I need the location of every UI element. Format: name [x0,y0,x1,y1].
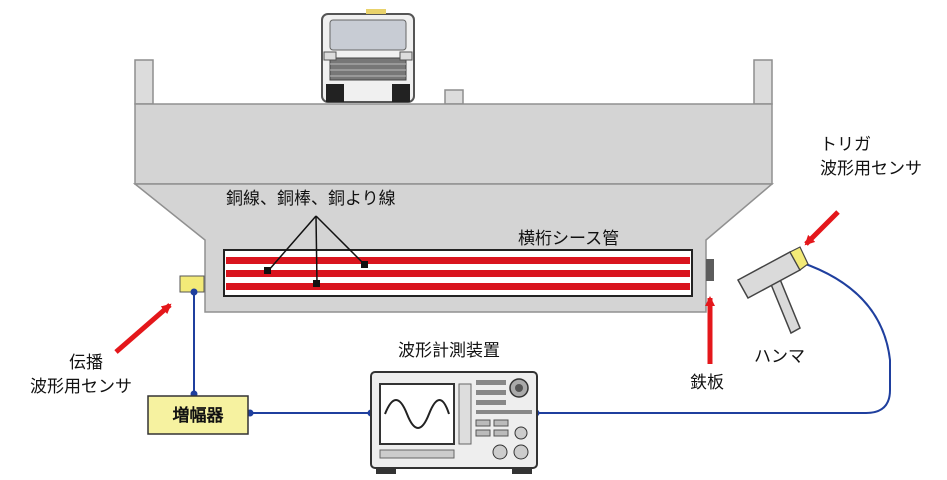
bridge-deck [134,59,773,185]
hammer-icon [736,246,809,335]
sheath-pipe [223,249,693,297]
amplifier-box [147,395,249,435]
arrow-propagation-sensor [114,303,172,354]
measuring-device-label: 波形計測装置 [398,341,500,361]
propagation-sensor-label-line1: 伝播 [69,353,103,373]
steel-plate [706,259,714,281]
signal-cables [193,261,891,414]
hammer-label: ハンマ [754,347,805,367]
indicator-arrows [114,210,840,364]
oscilloscope-icon [370,371,538,474]
trigger-sensor-label-line1: トリガ [820,135,871,155]
amplifier-label: 増幅器 [172,406,224,426]
arrow-trigger-sensor [804,210,840,246]
trigger-sensor-label-line2: 波形用センサ [820,159,922,179]
propagation-sensor-label-line2: 波形用センサ [30,377,132,397]
wires-label: 銅線、銅棒、銅より線 [226,189,396,209]
wire-pointers [264,215,368,287]
sheath-pipe-label: 横桁シース管 [518,229,620,249]
truck-icon [321,9,415,103]
steel-plate-label: 鉄板 [690,373,724,393]
